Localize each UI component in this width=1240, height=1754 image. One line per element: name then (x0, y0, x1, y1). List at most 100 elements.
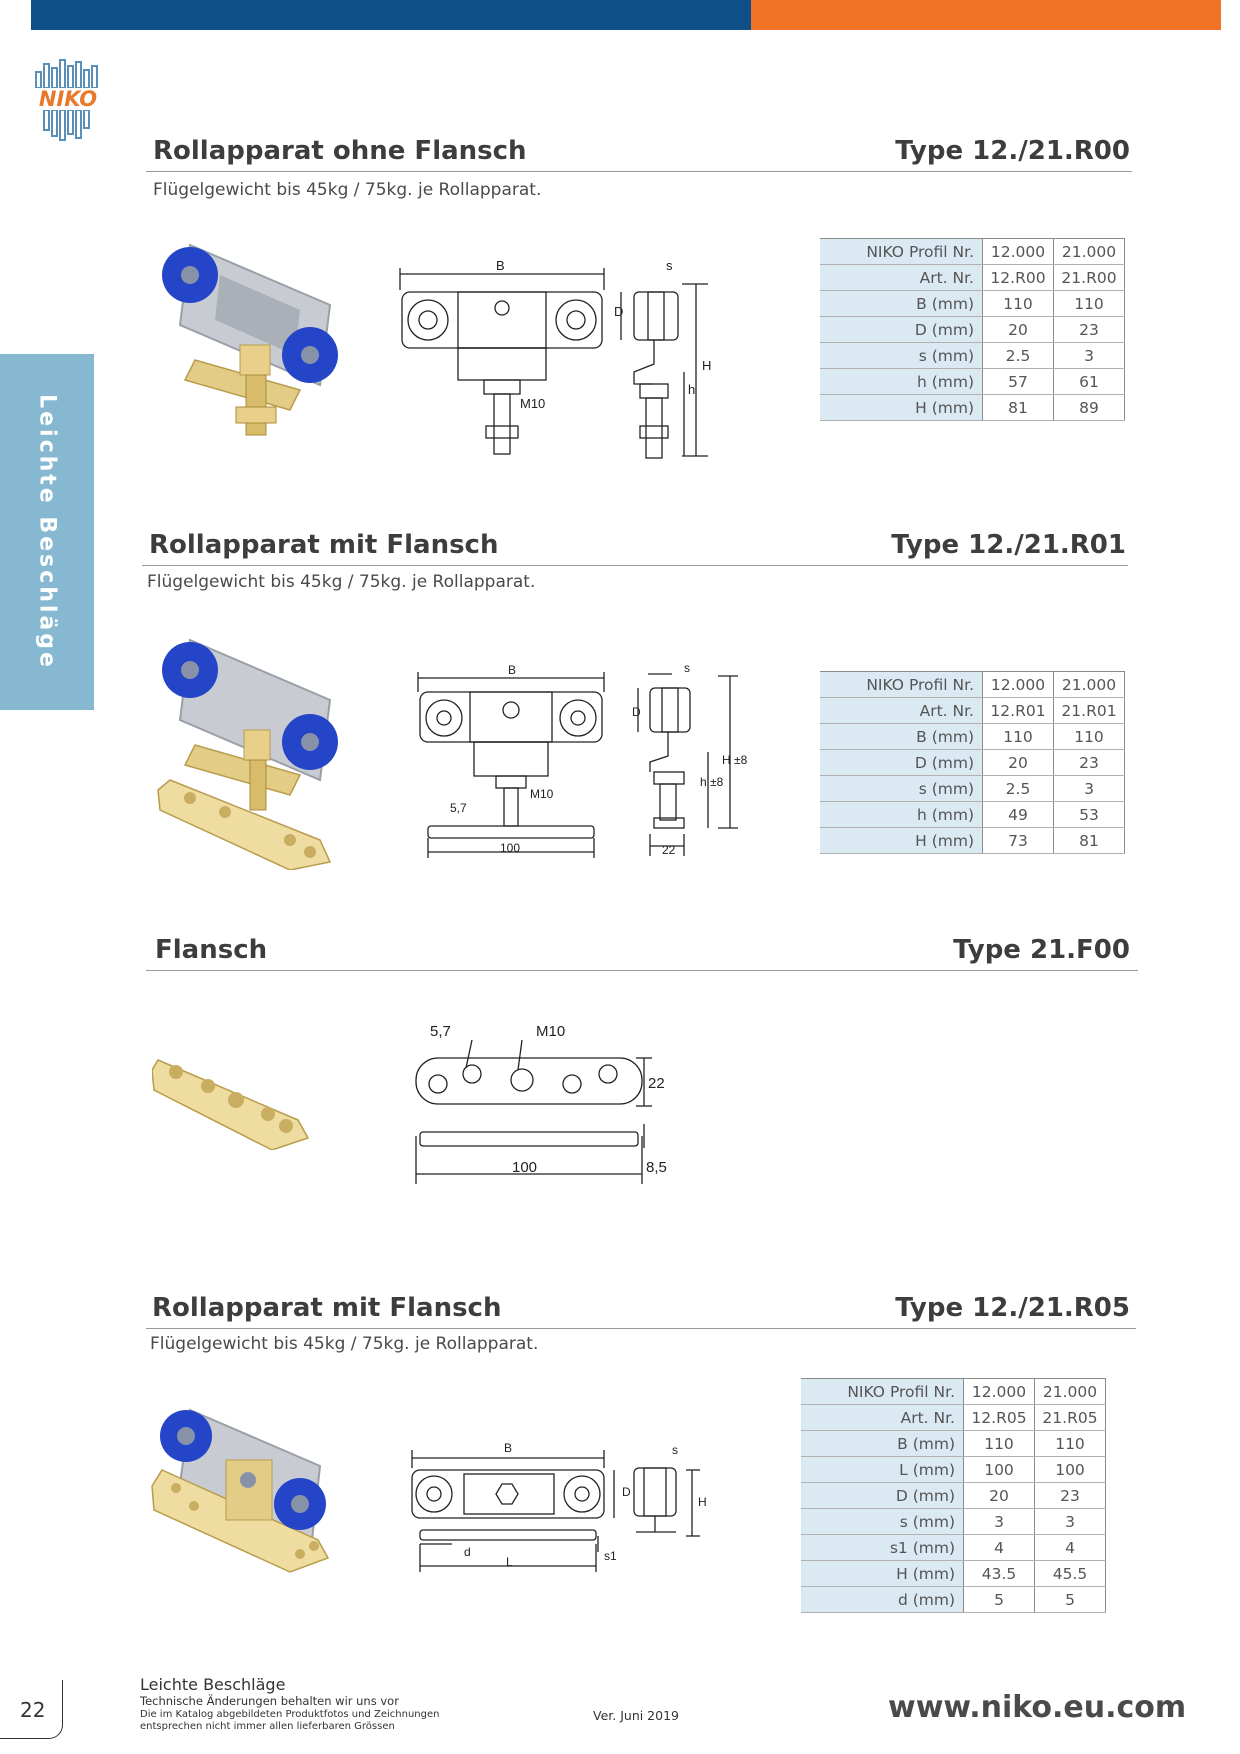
s1-label-h-small: h (688, 382, 695, 397)
spec-value-cell: 81 (1053, 827, 1125, 854)
section-4-technical-drawing: B s D H d L s1 (411, 1441, 707, 1572)
page-number: 22 (20, 1698, 46, 1722)
section-1-technical-drawing: B s D H h M10 (399, 260, 711, 459)
spec-label-cell: NIKO Profil Nr. (820, 671, 983, 698)
spec-value-cell: 21.000 (1053, 238, 1125, 265)
spec-label-cell: Art. Nr. (820, 697, 983, 724)
spec-value-cell: 20 (982, 749, 1054, 776)
spec-value-cell: 49 (982, 801, 1054, 828)
spec-value-cell: 23 (1034, 1482, 1106, 1509)
s4-label-d-small: d (464, 1545, 471, 1559)
header-bar-orange (751, 0, 1221, 30)
spec-value-cell: 21.R05 (1034, 1404, 1106, 1431)
spec-label-cell: d (mm) (801, 1586, 964, 1613)
footer-version: Ver. Juni 2019 (593, 1708, 679, 1723)
side-tab: Leichte Beschläge (0, 354, 94, 710)
s1-label-m10: M10 (520, 396, 545, 411)
logo-wordmark: NIKO (39, 87, 97, 111)
website-link[interactable]: www.niko.eu.com (888, 1690, 1187, 1725)
spec-value-cell: 45.5 (1034, 1560, 1106, 1587)
niko-logo: NIKO (28, 59, 108, 141)
section-1-subtitle: Flügelgewicht bis 45kg / 75kg. je Rollap… (153, 180, 542, 200)
spec-label-cell: s (mm) (801, 1508, 964, 1535)
s2-label-h-big: H ±8 (722, 753, 748, 767)
section-3-title: Flansch (155, 935, 268, 965)
spec-label-cell: L (mm) (801, 1456, 964, 1483)
section-4-type: Type 12./21.R05 (895, 1293, 1130, 1323)
section-3-product-photo (152, 1059, 310, 1150)
spec-value-cell: 110 (1034, 1430, 1106, 1457)
spec-value-cell: 21.000 (1053, 671, 1125, 698)
s2-label-22: 22 (662, 843, 676, 857)
spec-value-cell: 89 (1053, 394, 1125, 421)
spec-label-cell: s (mm) (820, 775, 983, 802)
footer-note-1: Technische Änderungen behalten wir uns v… (140, 1694, 399, 1708)
s4-label-d-big: D (622, 1485, 631, 1499)
spec-label-cell: H (mm) (820, 827, 983, 854)
section-1-rule (146, 171, 1132, 172)
footer-note-2: Die im Katalog abgebildeten Produktfotos… (140, 1709, 440, 1720)
spec-label-cell: D (mm) (820, 316, 983, 343)
spec-label-cell: NIKO Profil Nr. (820, 238, 983, 265)
spec-value-cell: 4 (1034, 1534, 1106, 1561)
section-2-rule (142, 565, 1128, 566)
spec-value-cell: 21.000 (1034, 1378, 1106, 1405)
s2-label-100: 100 (500, 841, 520, 855)
spec-value-cell: 3 (1053, 342, 1125, 369)
section-3-technical-drawing: 5,7 M10 22 100 8,5 (415, 1024, 667, 1184)
s1-label-d: D (614, 304, 623, 319)
spec-value-cell: 5 (963, 1586, 1035, 1613)
s4-label-h-big: H (698, 1495, 707, 1509)
spec-value-cell: 110 (1053, 723, 1125, 750)
spec-value-cell: 61 (1053, 368, 1125, 395)
section-3-rule (146, 970, 1138, 971)
section-1-type: Type 12./21.R00 (895, 136, 1130, 166)
section-2-subtitle: Flügelgewicht bis 45kg / 75kg. je Rollap… (147, 572, 536, 592)
spec-value-cell: 2.5 (982, 342, 1054, 369)
spec-value-cell: 2.5 (982, 775, 1054, 802)
spec-value-cell: 81 (982, 394, 1054, 421)
s3-label-m10: M10 (536, 1024, 565, 1040)
spec-label-cell: s1 (mm) (801, 1534, 964, 1561)
spec-label-cell: D (mm) (801, 1482, 964, 1509)
spec-value-cell: 12.R00 (982, 264, 1054, 291)
spec-value-cell: 53 (1053, 801, 1125, 828)
section-3-type: Type 21.F00 (953, 935, 1130, 965)
spec-value-cell: 110 (1053, 290, 1125, 317)
s4-label-l: L (506, 1555, 513, 1569)
spec-label-cell: B (mm) (801, 1430, 964, 1457)
footer-note-3: entsprechen nicht immer allen lieferbare… (140, 1721, 395, 1732)
s2-label-b: B (508, 663, 516, 677)
spec-value-cell: 12.R05 (963, 1404, 1035, 1431)
spec-value-cell: 20 (963, 1482, 1035, 1509)
s1-label-h-big: H (702, 358, 711, 373)
page-number-box: 22 (0, 1680, 63, 1739)
spec-value-cell: 12.000 (963, 1378, 1035, 1405)
spec-value-cell: 3 (1034, 1508, 1106, 1535)
spec-value-cell: 23 (1053, 749, 1125, 776)
s2-label-h-small: h ±8 (700, 775, 724, 789)
s4-label-s1: s1 (604, 1549, 617, 1563)
section-2-title: Rollapparat mit Flansch (149, 530, 499, 560)
section-4-subtitle: Flügelgewicht bis 45kg / 75kg. je Rollap… (150, 1334, 539, 1354)
spec-label-cell: B (mm) (820, 723, 983, 750)
s3-label-8-5: 8,5 (646, 1159, 667, 1176)
spec-value-cell: 110 (982, 290, 1054, 317)
